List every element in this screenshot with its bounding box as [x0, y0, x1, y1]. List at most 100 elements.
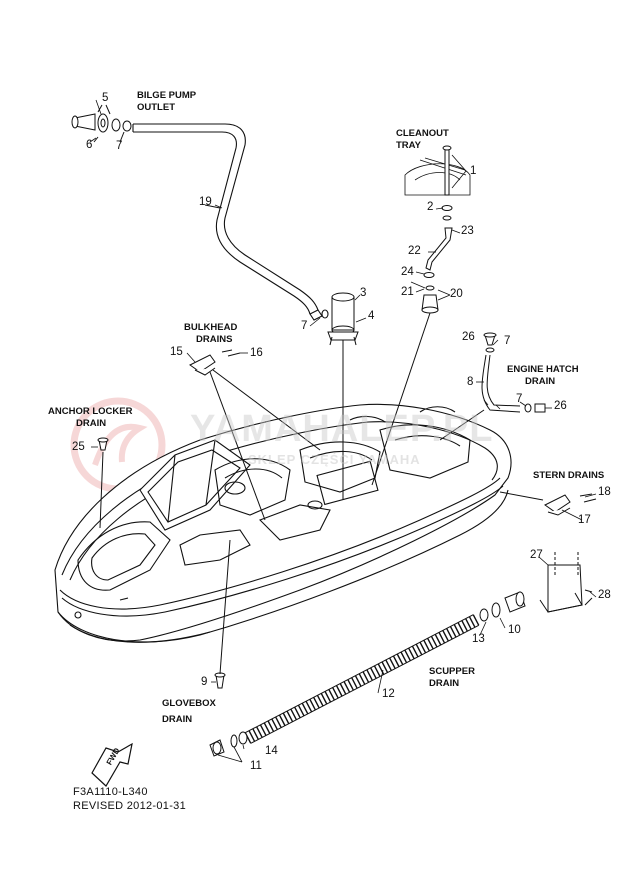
boat-hull [54, 403, 512, 643]
part-number-11: 11 [250, 760, 262, 772]
hose-rib [381, 661, 389, 673]
hose-rib [278, 714, 286, 726]
part-number-7: 7 [504, 335, 511, 347]
part-number-2: 2 [427, 201, 434, 213]
hose-rib [457, 622, 465, 634]
hose-rib [453, 624, 461, 636]
part-number-4: 4 [368, 310, 375, 322]
hose-rib [282, 712, 290, 724]
leader-lines [89, 99, 597, 763]
part-number-26: 26 [462, 331, 475, 343]
part-number-12: 12 [382, 688, 395, 700]
part-number-14: 14 [265, 745, 278, 757]
part-number-7: 7 [301, 320, 308, 332]
hose-rib [427, 637, 434, 650]
part-number-18: 18 [598, 486, 611, 498]
hose-rib [446, 628, 453, 640]
hose-rib [328, 689, 335, 701]
hose-rib [392, 655, 400, 667]
glovebox-drain-parts [209, 539, 248, 757]
hose-rib [305, 700, 313, 713]
hose-rib [313, 696, 320, 709]
part-number-5: 5 [102, 92, 109, 104]
hose-rib [358, 673, 366, 685]
part-number-7: 7 [116, 140, 123, 152]
part-number-10: 10 [508, 624, 521, 636]
hose-rib [290, 708, 297, 721]
hose-19 [132, 123, 329, 321]
hose-rib [324, 691, 332, 703]
part-number-7: 7 [516, 393, 523, 405]
hose-rib [472, 614, 480, 626]
hose-rib [415, 643, 423, 656]
hose-rib [411, 645, 419, 658]
part-number-19: 19 [199, 196, 212, 208]
hose-rib [465, 618, 472, 630]
hose-rib [396, 653, 404, 665]
revision-date: REVISED 2012-01-31 [73, 800, 187, 812]
hose-rib [434, 634, 442, 646]
hose-rib [275, 716, 282, 728]
part-number-20: 20 [450, 288, 463, 300]
hose-rib [309, 698, 316, 711]
part-number-6: 6 [86, 139, 93, 151]
hose-rib [400, 651, 408, 664]
part-number-23: 23 [461, 225, 474, 237]
hose-rib [461, 620, 468, 632]
hose-rib [366, 669, 373, 681]
cleanout-tray-parts [371, 145, 471, 486]
scupper-hose-12 [244, 614, 480, 744]
part-number-8: 8 [467, 376, 474, 388]
watermark-text: YAMAHALEP.PL [190, 408, 494, 450]
hose-rib [442, 630, 449, 642]
hose-rib [449, 626, 457, 638]
hose-rib [408, 647, 415, 660]
part-number-9: 9 [201, 676, 208, 688]
part-number-1: 1 [470, 165, 477, 177]
part-number-3: 3 [360, 287, 367, 299]
hose-rib [316, 694, 324, 707]
anchor-locker-drain-parts [97, 437, 109, 529]
hose-rib [256, 726, 263, 738]
hose-rib [385, 659, 392, 671]
hose-rib [373, 665, 381, 677]
hose-rib [301, 702, 309, 715]
hose-rib [430, 635, 438, 648]
part-number-21: 21 [401, 286, 414, 298]
part-number-17: 17 [578, 514, 591, 526]
bilge-pump [327, 292, 359, 500]
hose-rib [332, 687, 339, 699]
bracket-27 [539, 552, 593, 613]
stern-drain-parts [499, 491, 597, 516]
hose-rib [423, 639, 430, 652]
label-stern-drains: STERN DRAINS [533, 470, 605, 481]
hose-rib [351, 677, 358, 689]
part-number-24: 24 [401, 266, 414, 278]
diagram-code: F3A1110-L340 [73, 786, 148, 798]
hose-rib [377, 663, 385, 675]
part-number-13: 13 [472, 633, 485, 645]
hose-rib [362, 671, 370, 683]
hose-rib [468, 616, 476, 628]
fwd-arrow-icon [91, 742, 133, 787]
hose-rib [294, 706, 301, 719]
hose-rib [286, 710, 294, 723]
hose-rib [335, 685, 343, 697]
hose-rib [347, 679, 354, 691]
engine-hatch-drain-parts [439, 332, 546, 441]
part-number-26: 26 [554, 400, 567, 412]
hose-rib [419, 641, 427, 654]
hose-rib [252, 728, 259, 740]
hose-rib [370, 667, 377, 679]
part-number-28: 28 [598, 589, 611, 601]
part-number-25: 25 [72, 441, 85, 453]
part-number-16: 16 [250, 347, 263, 359]
part-number-27: 27 [530, 549, 543, 561]
